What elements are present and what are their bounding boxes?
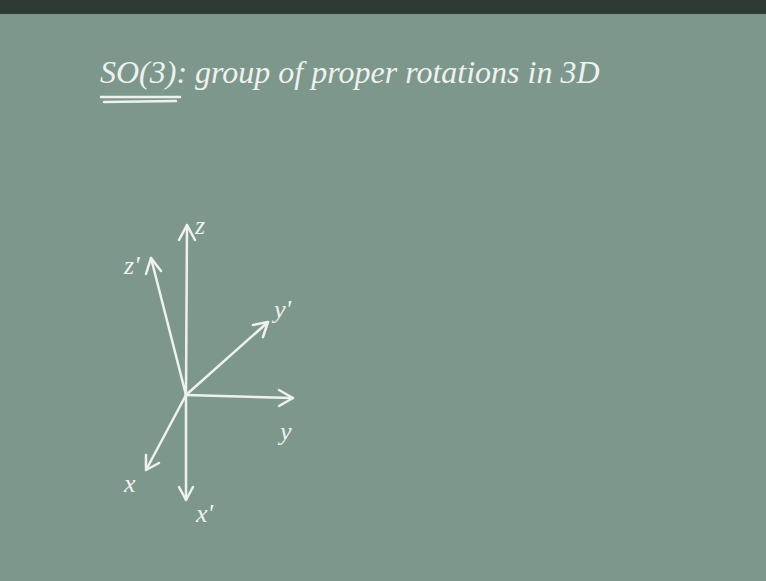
board-frame: [0, 0, 766, 14]
axis-label: x: [124, 470, 136, 499]
x-axis: [146, 395, 186, 470]
axis-label: y: [280, 418, 292, 447]
arrowhead: [146, 455, 159, 470]
arrowhead: [179, 487, 193, 500]
board-title: SO(3): group of proper rotations in 3D: [100, 55, 600, 90]
axis-label: x': [196, 500, 213, 529]
axis-label: y': [274, 296, 291, 325]
y-prime-axis: [186, 322, 268, 395]
z-prime-axis: [151, 258, 186, 395]
y-axis: [186, 395, 293, 398]
axis-label: z: [195, 212, 205, 241]
axis-label: z': [124, 252, 140, 281]
title-underline: [101, 96, 180, 99]
arrowhead: [146, 258, 161, 274]
title-underline: [104, 101, 176, 102]
arrowhead: [179, 225, 195, 240]
x-prime-axis: [185, 395, 188, 500]
z-axis: [186, 225, 187, 395]
arrowhead: [279, 390, 293, 406]
arrowhead: [253, 322, 268, 337]
